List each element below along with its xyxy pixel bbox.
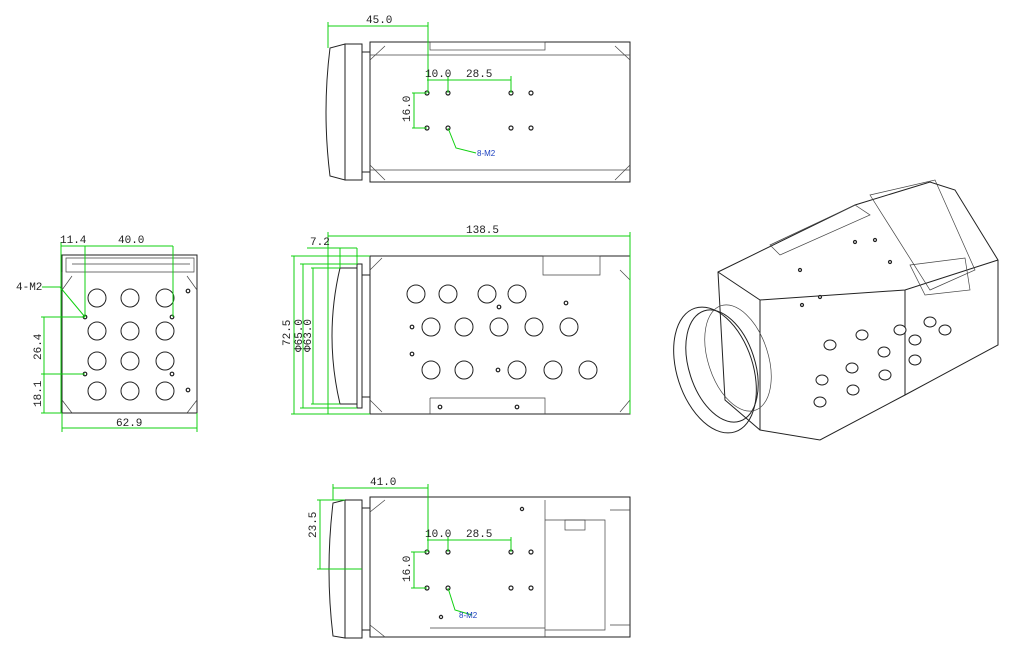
dim-62-9: 62.9 — [116, 418, 142, 430]
dim-11-4: 11.4 — [60, 235, 87, 247]
dim-7-2: 7.2 — [310, 237, 330, 249]
dim-10-0: 10.0 — [425, 69, 451, 81]
side-view: 7.2 138.5 72.5 Φ65.0 Φ63.0 — [282, 225, 631, 415]
dim-16-0-bottom: 16.0 — [402, 556, 414, 582]
dim-26-4: 26.4 — [33, 333, 45, 360]
dim-phi-65: Φ65.0 — [294, 319, 306, 352]
bottom-view: 41.0 23.5 10.0 28.5 16.0 8-M2 — [308, 477, 631, 639]
dim-138-5: 138.5 — [466, 225, 499, 237]
front-holes — [82, 288, 191, 401]
dim-18-1: 18.1 — [33, 380, 45, 407]
dim-16-0: 16.0 — [402, 96, 414, 122]
isometric-view — [673, 179, 999, 441]
top-view: 45.0 10.0 28.5 16.0 8-M2 — [325, 15, 631, 183]
dim-28-5-bottom: 28.5 — [466, 529, 492, 541]
dim-phi-63: Φ63.0 — [303, 319, 315, 352]
mount-holes — [424, 90, 534, 131]
iso-holes — [797, 237, 952, 408]
dim-72-5: 72.5 — [282, 320, 294, 346]
callout-8-m2: 8-M2 — [477, 149, 496, 158]
front-view: 11.4 40.0 4-M2 26.4 18.1 62.9 — [16, 235, 198, 432]
dim-45-0: 45.0 — [366, 15, 392, 27]
dim-28-5: 28.5 — [466, 69, 492, 81]
dim-40-0: 40.0 — [118, 235, 144, 247]
callout-8-m2-bottom: 8-M2 — [459, 611, 478, 620]
dim-10-0-bottom: 10.0 — [425, 529, 451, 541]
side-holes — [406, 284, 598, 410]
callout-4-m2: 4-M2 — [16, 282, 42, 294]
bottom-mount-holes — [424, 506, 534, 620]
dim-23-5: 23.5 — [308, 512, 320, 538]
dim-41-0: 41.0 — [370, 477, 396, 489]
